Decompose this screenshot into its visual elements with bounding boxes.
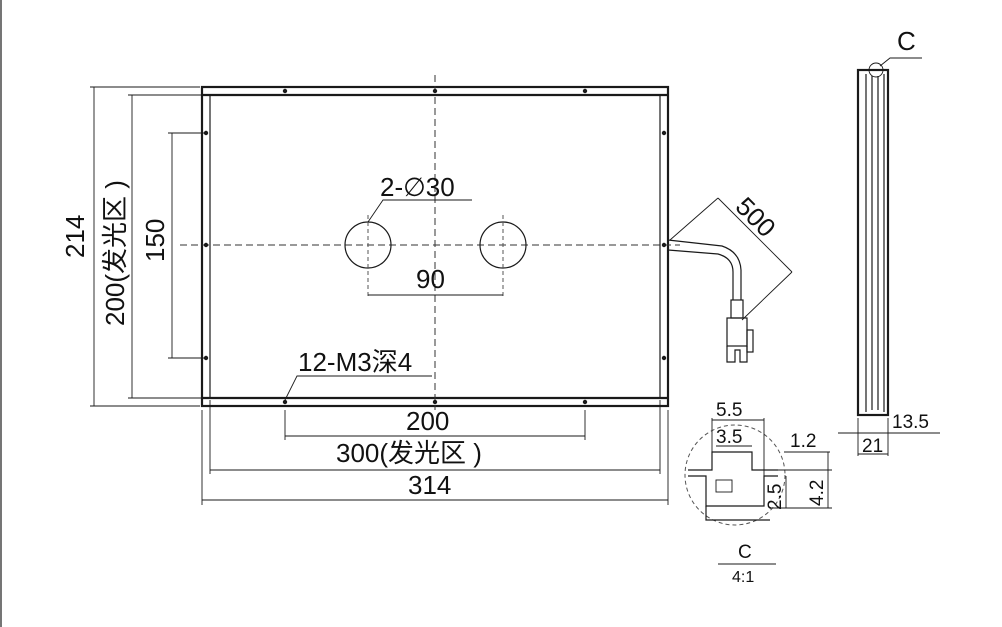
thread-hole bbox=[203, 242, 209, 248]
thread-hole bbox=[432, 88, 438, 94]
profile-slot bbox=[715, 479, 733, 493]
thread-hole bbox=[432, 399, 438, 405]
hole-spacing-label: 90 bbox=[416, 264, 445, 294]
side-view: C 13.5 21 bbox=[838, 26, 940, 457]
slot-height-label: 150 bbox=[140, 219, 170, 262]
detail-c-circle bbox=[868, 62, 884, 78]
detail-scale: 4:1 bbox=[732, 569, 754, 586]
connector-body bbox=[726, 317, 748, 347]
total-height-label: 214 bbox=[60, 215, 90, 258]
cable-length-label: 500 bbox=[730, 191, 782, 243]
profile-bottom bbox=[705, 506, 770, 521]
connector-latch bbox=[746, 329, 754, 353]
threads-leader bbox=[284, 375, 432, 401]
front-view: 2-∅30 90 12-M3深4 200 300(发光区 ) 314 214 2… bbox=[60, 75, 793, 505]
inner-depth-label: 13.5 bbox=[892, 412, 929, 433]
w1-label: 5.5 bbox=[716, 400, 742, 421]
outer-depth-label: 21 bbox=[862, 436, 883, 457]
side-outer bbox=[856, 68, 890, 417]
cable: 500 bbox=[667, 191, 793, 363]
holes-label: 2-∅30 bbox=[380, 172, 455, 202]
profile-inner bbox=[688, 475, 778, 507]
ext-line bbox=[741, 271, 793, 321]
total-width-label: 314 bbox=[408, 470, 451, 500]
detail-caption: C bbox=[738, 542, 752, 563]
cable-sleeve bbox=[730, 299, 744, 319]
holes-leader bbox=[367, 199, 472, 223]
thread-hole bbox=[661, 242, 667, 248]
w2-label: 3.5 bbox=[716, 427, 742, 448]
thread-spacing-label: 200 bbox=[406, 406, 449, 436]
thread-hole bbox=[582, 88, 588, 94]
t1-label: 1.2 bbox=[790, 431, 816, 452]
thread-holes bbox=[203, 88, 667, 405]
h1-label: 2.5 bbox=[765, 484, 786, 510]
emitting-height-label: 200(发光区 ) bbox=[100, 180, 130, 326]
thread-hole bbox=[661, 130, 667, 136]
ext-line bbox=[669, 197, 719, 241]
cable-wire bbox=[667, 249, 734, 300]
threads-label: 12-M3深4 bbox=[298, 347, 412, 377]
detail-marker: C bbox=[897, 26, 916, 56]
h2-label: 4.2 bbox=[807, 480, 828, 506]
thread-hole bbox=[661, 355, 667, 361]
thread-hole bbox=[282, 399, 288, 405]
thread-hole bbox=[282, 88, 288, 94]
connector-pins bbox=[726, 346, 748, 363]
thread-hole bbox=[582, 399, 588, 405]
profile-top bbox=[688, 451, 778, 471]
detail-view: 5.5 3.5 1.2 2.5 4.2 C 4:1 bbox=[684, 400, 832, 586]
detail-boundary bbox=[684, 424, 786, 526]
emitting-width-label: 300(发光区 ) bbox=[336, 438, 482, 468]
cable-length-dim bbox=[717, 197, 793, 273]
detail-c-leader bbox=[879, 57, 922, 67]
cable-wire bbox=[667, 239, 742, 300]
